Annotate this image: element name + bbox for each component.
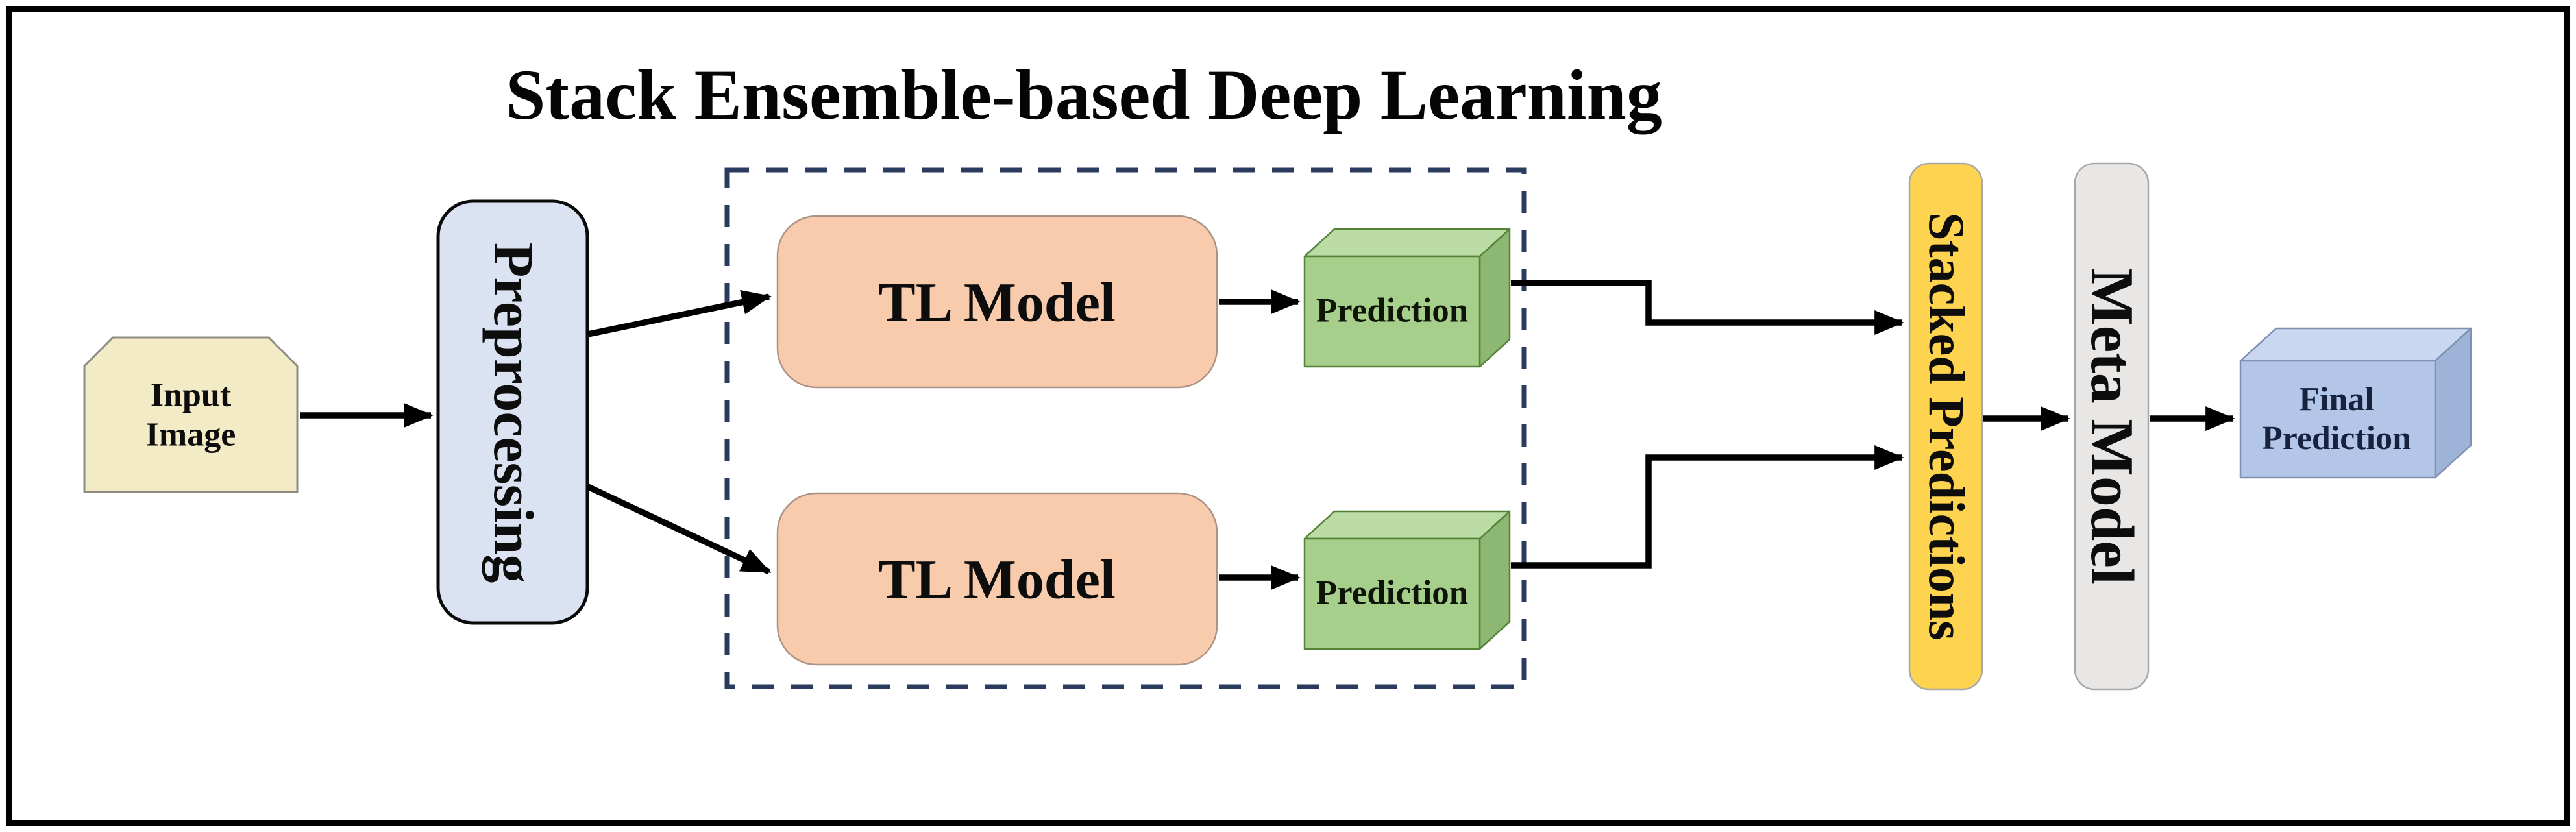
ensemble-group-dashed-box (724, 167, 1527, 689)
final-prediction-cube-top (2239, 327, 2472, 362)
outer-frame (6, 6, 2570, 826)
arrow-preprocessing-to-tl1 (587, 289, 772, 337)
final-prediction-cube-front (2239, 360, 2436, 479)
arrow-preprocessing-to-tl2 (586, 483, 772, 575)
prediction-1-cube-front (1303, 255, 1481, 368)
prediction-2-cube (1303, 510, 1511, 650)
meta-model-node (2074, 162, 2150, 691)
final-prediction-cube (2239, 327, 2472, 479)
arrow-prediction2-to-stacked (1511, 445, 1904, 569)
tl-model-2-node (776, 492, 1218, 666)
arrow-prediction1-to-stacked (1511, 280, 1904, 335)
input-image-node (83, 336, 299, 493)
tl-model-1-node (776, 215, 1218, 389)
diagram-title: Stack Ensemble-based Deep Learning (506, 55, 1662, 134)
stacked-predictions-node (1908, 162, 1983, 691)
prediction-2-cube-top (1303, 510, 1511, 540)
prediction-1-cube (1303, 228, 1511, 368)
connectors (300, 280, 2235, 590)
prediction-1-cube-top (1303, 228, 1511, 258)
preprocessing-node (436, 199, 589, 625)
prediction-2-cube-front (1303, 537, 1481, 650)
